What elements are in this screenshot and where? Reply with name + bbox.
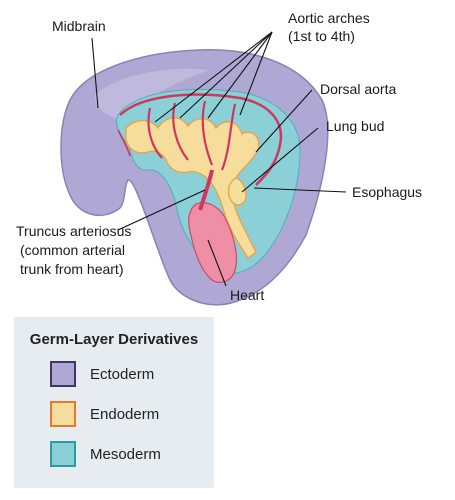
leader-aortic-arches-3: [239, 31, 273, 116]
aortic-arch-3: [201, 100, 214, 166]
endoderm-swatch: [50, 401, 76, 427]
label-aortic-arches-line1: Aortic arches: [288, 10, 370, 26]
label-aortic-arches-line2: (1st to 4th): [288, 28, 355, 44]
leader-truncus: [117, 189, 206, 231]
leader-midbrain: [91, 37, 99, 109]
label-truncus-line1: Truncus arteriosus: [16, 223, 131, 239]
ectoderm-swatch: [50, 361, 76, 387]
legend-item-ectoderm: Ectoderm: [50, 359, 154, 389]
dorsal-aorta-vessel: [119, 93, 283, 186]
endoderm-foregut: [125, 117, 260, 260]
leader-esophagus: [253, 187, 347, 193]
legend-title: Germ-Layer Derivatives: [29, 331, 199, 348]
legend-label-ectoderm: Ectoderm: [90, 365, 155, 383]
label-truncus-line2: (common arterial: [20, 242, 125, 258]
leader-aortic-arches-4: [179, 31, 273, 119]
label-truncus-line3: trunk from heart): [20, 261, 123, 277]
label-heart: Heart: [230, 287, 264, 303]
leader-lung-bud: [241, 127, 319, 193]
leader-heart: [207, 239, 227, 287]
aortic-arch-4: [220, 103, 237, 171]
vessel-small: [117, 129, 131, 157]
leader-aortic-arches-1: [154, 31, 273, 123]
legend-label-mesoderm: Mesoderm: [90, 445, 161, 463]
aortic-arch-1: [147, 107, 163, 159]
legend-item-endoderm: Endoderm: [50, 399, 159, 429]
legend-label-endoderm: Endoderm: [90, 405, 160, 423]
truncus-vessel: [198, 169, 214, 211]
germ-layer-legend: Germ-Layer Derivatives Ectoderm Endoderm…: [14, 317, 214, 488]
mesoderm-swatch: [50, 441, 76, 467]
lung-bud-shape: [227, 177, 247, 206]
legend-item-mesoderm: Mesoderm: [50, 439, 161, 469]
ectoderm-highlight: [95, 68, 210, 120]
label-dorsal-aorta: Dorsal aorta: [320, 81, 396, 97]
label-esophagus: Esophagus: [352, 184, 422, 200]
leader-aortic-arches-2: [207, 31, 273, 119]
leader-dorsal-aorta: [255, 89, 313, 153]
heart-shape: [188, 202, 237, 283]
label-lung-bud: Lung bud: [326, 118, 384, 134]
label-midbrain: Midbrain: [52, 18, 106, 34]
